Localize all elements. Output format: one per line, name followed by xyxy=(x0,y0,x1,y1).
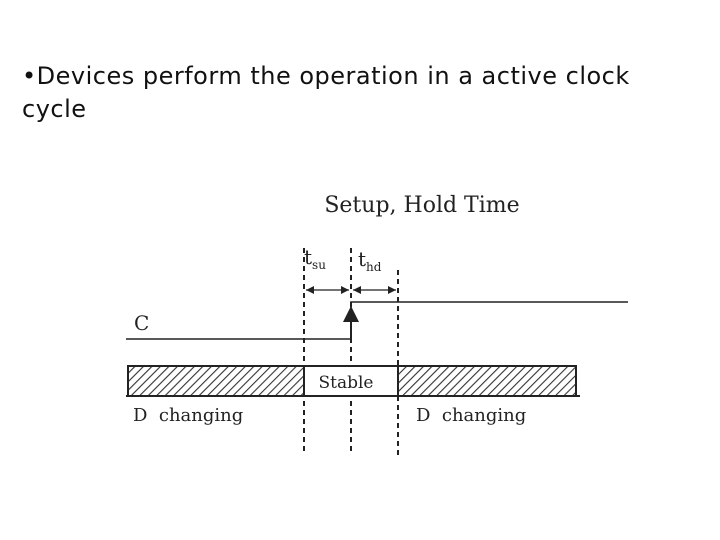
thd-label: thd xyxy=(358,247,382,274)
thd-arrow-left xyxy=(353,286,361,294)
tsu-subscript: su xyxy=(312,258,326,272)
stable-label: Stable xyxy=(319,373,374,393)
tsu-arrow-right xyxy=(341,286,349,294)
diagram-title: Setup, Hold Time xyxy=(324,193,519,218)
d-changing-region-left xyxy=(127,365,305,397)
bullet-text: •Devices perform the operation in a acti… xyxy=(22,62,630,123)
thd-arrow-right xyxy=(388,286,396,294)
clock-label: C xyxy=(134,311,149,335)
tsu-arrow-left xyxy=(306,286,314,294)
tsu-label: tsu xyxy=(304,245,326,272)
d-changing-region-right xyxy=(397,365,577,397)
tsu-main: t xyxy=(304,245,312,269)
clock-waveform xyxy=(126,301,628,340)
d-changing-label-left: D changing xyxy=(133,405,243,426)
d-stable-region xyxy=(303,365,399,397)
thd-main: t xyxy=(358,247,366,271)
d-changing-label-right: D changing xyxy=(416,405,526,426)
thd-subscript: hd xyxy=(366,260,382,274)
